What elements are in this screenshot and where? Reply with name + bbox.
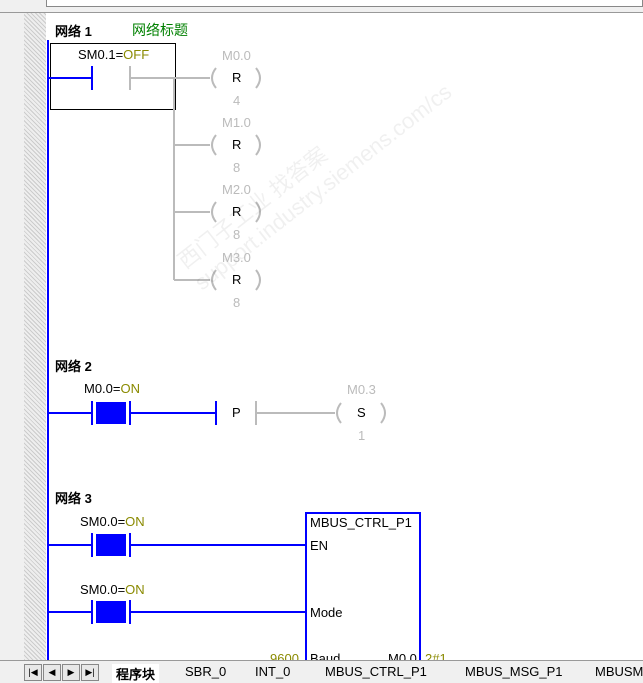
function-block bbox=[305, 512, 421, 660]
tab-mbus-ctrl-p1[interactable]: MBUS_CTRL_P1 bbox=[325, 664, 427, 679]
first-tab-button[interactable]: |◀ bbox=[24, 664, 42, 681]
top-panel bbox=[0, 0, 643, 13]
contact-label[interactable]: SM0.1=OFF bbox=[78, 47, 150, 62]
last-tab-button[interactable]: ▶| bbox=[81, 664, 99, 681]
prev-tab-button[interactable]: ◀ bbox=[43, 664, 61, 681]
coil-n: 8 bbox=[233, 227, 241, 242]
block-title[interactable]: MBUS_CTRL_P1 bbox=[310, 515, 412, 530]
out-addr[interactable]: M0.0 bbox=[388, 651, 417, 660]
contact-closed-fill bbox=[96, 402, 126, 424]
coil-addr: M0.3 bbox=[347, 382, 376, 397]
coil-n: 8 bbox=[233, 160, 241, 175]
network-3-label: 网络 3 bbox=[55, 491, 92, 506]
contact-label[interactable]: M0.0=ON bbox=[84, 381, 140, 396]
positive-edge[interactable]: P bbox=[232, 405, 241, 420]
contact-m00 bbox=[48, 401, 217, 425]
out-value: 2#1 bbox=[425, 651, 447, 660]
baud-value[interactable]: 9600 bbox=[270, 651, 299, 660]
coil-op[interactable]: R bbox=[232, 70, 242, 85]
coil-op[interactable]: R bbox=[232, 272, 242, 287]
ladder-diagram bbox=[47, 40, 421, 660]
network-1-label: 网络 1 bbox=[55, 24, 92, 39]
network-2-label: 网络 2 bbox=[55, 359, 92, 374]
tab-program-block[interactable]: 程序块 bbox=[112, 664, 160, 683]
n2-wires bbox=[255, 401, 386, 425]
tab-int0[interactable]: INT_0 bbox=[255, 664, 291, 679]
coil-op[interactable]: S bbox=[357, 405, 366, 420]
coil-op[interactable]: R bbox=[232, 137, 242, 152]
network-1-comment[interactable]: 网络标题 bbox=[132, 22, 188, 38]
coil-n: 4 bbox=[233, 93, 241, 108]
coil-addr: M0.0 bbox=[222, 48, 251, 63]
n3-wires bbox=[48, 512, 421, 660]
tab-sbr0[interactable]: SBR_0 bbox=[185, 664, 227, 679]
next-tab-button[interactable]: ▶ bbox=[62, 664, 80, 681]
coil-n: 8 bbox=[233, 295, 241, 310]
contact-label[interactable]: SM0.0=ON bbox=[80, 514, 145, 529]
tab-mbus-msg-p1[interactable]: MBUS_MSG_P1 bbox=[465, 664, 563, 679]
coil-addr: M1.0 bbox=[222, 115, 251, 130]
network-gutter bbox=[24, 13, 46, 660]
selection-box bbox=[50, 43, 176, 110]
coil-addr: M3.0 bbox=[222, 250, 251, 265]
contact-label[interactable]: SM0.0=ON bbox=[80, 582, 145, 597]
tab-mbusm1[interactable]: MBUSM1 bbox=[595, 664, 643, 679]
tab-bar: |◀ ◀ ▶ ▶| 程序块 SBR_0 INT_0 MBUS_CTRL_P1 M… bbox=[0, 660, 643, 683]
coil-n: 1 bbox=[358, 428, 366, 443]
n1-wires bbox=[129, 66, 261, 291]
coil-op[interactable]: R bbox=[232, 204, 242, 219]
pin-en: EN bbox=[310, 538, 329, 553]
pin-baud: Baud bbox=[310, 651, 341, 660]
contact-sm01 bbox=[48, 66, 93, 90]
left-edge bbox=[0, 13, 25, 660]
pin-mode: Mode bbox=[310, 605, 343, 620]
coil-addr: M2.0 bbox=[222, 182, 251, 197]
